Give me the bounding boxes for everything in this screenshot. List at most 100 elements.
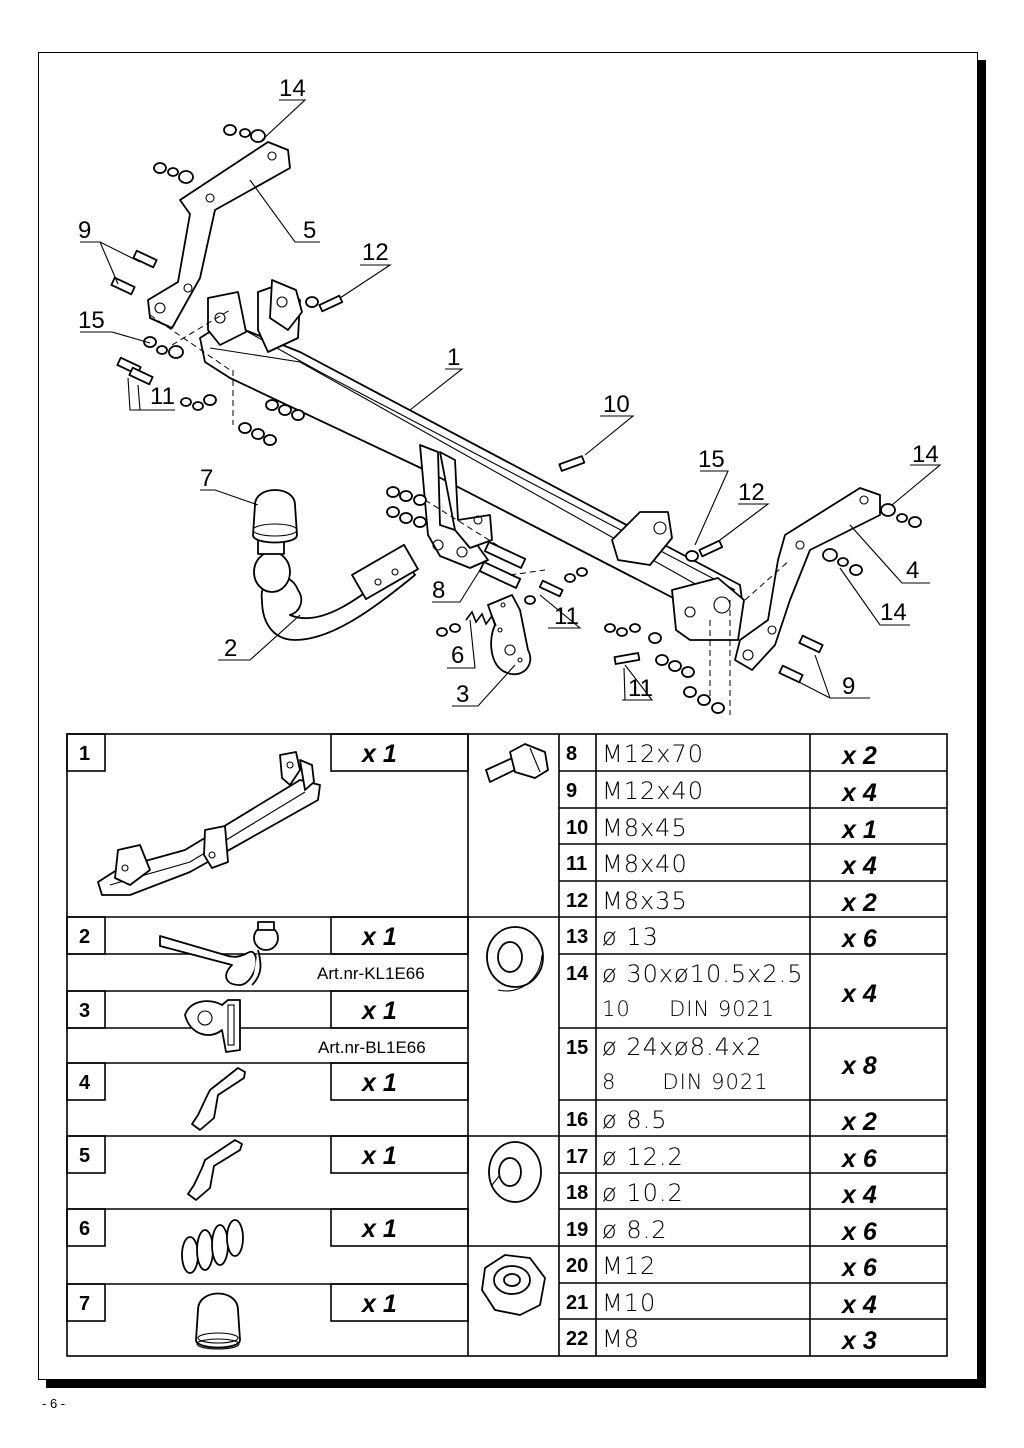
part-qty-12: x 2 (840, 889, 877, 917)
part-qty-14: x 4 (840, 980, 877, 1008)
callout-14: 14 (912, 441, 939, 468)
thumb-socket-plate (184, 999, 241, 1053)
thumb-ballcap (195, 1292, 241, 1350)
part-spec-20: M12 (602, 1252, 656, 1280)
part-spec-11: M8x40 (602, 850, 688, 878)
part-number-11: 11 (566, 853, 587, 875)
part-spec-21: M10 (602, 1289, 656, 1317)
part-qty-11: x 4 (840, 852, 877, 880)
part-spec-22: M8 (602, 1325, 640, 1353)
callout-8: 8 (432, 577, 445, 604)
part-qty-9: x 4 (840, 779, 877, 807)
part-spec-15-line2: 8 DIN 9021 (602, 1070, 769, 1094)
callout-9: 9 (842, 673, 855, 700)
callout-1: 1 (447, 344, 460, 371)
side-bracket-part-4 (734, 487, 881, 671)
part-spec-18: ø 10.2 (602, 1179, 684, 1207)
part-qty-4: x 1 (360, 1069, 397, 1097)
part-qty-16: x 2 (840, 1108, 877, 1136)
socket-plate-part-3 (487, 594, 532, 675)
part-spec-15-line1: ø 24xø8.4x2 (602, 1033, 762, 1061)
part-qty-8: x 2 (840, 742, 877, 770)
spring-part-6 (465, 610, 497, 627)
towball-part-2 (253, 539, 419, 641)
parts-table (66, 733, 948, 1357)
side-bracket-part-5 (147, 141, 291, 329)
thumb-spring-washer (488, 1141, 542, 1203)
part-number-18: 18 (566, 1182, 588, 1204)
leader-lines (80, 99, 942, 707)
washers-and-nuts (143, 124, 922, 714)
callout-11: 11 (628, 675, 653, 702)
right-table-grid (468, 770, 947, 1320)
callout-4: 4 (906, 557, 919, 584)
thumb-spring (181, 1219, 244, 1274)
part-qty-10: x 1 (840, 816, 877, 844)
part-qty-19: x 6 (840, 1218, 878, 1246)
callout-5: 5 (303, 217, 316, 244)
part-number-7: 7 (79, 1293, 90, 1315)
part-number-15: 15 (566, 1037, 588, 1059)
ballcap-part-7 (252, 489, 298, 544)
part-qty-6: x 1 (360, 1215, 397, 1243)
callout-3: 3 (456, 681, 469, 708)
assembly-lines (149, 309, 791, 715)
page-number: - 6 - (42, 1396, 66, 1411)
crossbar-part-1 (199, 279, 745, 641)
callout-6: 6 (451, 642, 464, 669)
part-number-9: 9 (566, 780, 577, 802)
part-number-4: 4 (79, 1072, 91, 1094)
part-art-3: Art.nr-BL1E66 (318, 1038, 426, 1057)
part-number-14: 14 (566, 963, 589, 985)
part-qty-3: x 1 (360, 997, 397, 1025)
callout-9: 9 (78, 217, 91, 244)
thumb-bracket-4 (191, 1067, 246, 1131)
callout-12: 12 (738, 479, 765, 506)
callout-10: 10 (603, 391, 630, 418)
callout-2: 2 (224, 635, 237, 662)
part-spec-12: M8x35 (602, 887, 688, 915)
callout-14: 14 (880, 599, 907, 626)
part-number-16: 16 (566, 1109, 588, 1131)
callout-11: 11 (554, 603, 579, 630)
callout-15: 15 (78, 307, 105, 334)
part-qty-1: x 1 (360, 740, 397, 768)
part-spec-10: M8x45 (602, 814, 688, 842)
thumb-crossbar (97, 751, 321, 896)
part-spec-16: ø 8.5 (602, 1106, 667, 1134)
part-number-21: 21 (566, 1292, 588, 1314)
part-spec-14-line1: ø 30xø10.5x2.5 (602, 960, 804, 988)
part-qty-5: x 1 (360, 1142, 397, 1170)
thumb-bracket-5 (187, 1139, 243, 1201)
callout-15: 15 (698, 446, 725, 473)
bolts (110, 249, 824, 684)
thumb-washer (486, 926, 544, 992)
part-spec-17: ø 12.2 (602, 1143, 684, 1171)
exploded-view: 14 5 9 12 15 1 11 10 7 15 14 12 4 8 11 1… (78, 75, 942, 715)
part-number-1: 1 (79, 743, 90, 765)
part-number-20: 20 (566, 1255, 588, 1277)
part-qty-18: x 4 (840, 1181, 877, 1209)
thumb-bolt (485, 743, 549, 783)
part-number-12: 12 (566, 890, 588, 912)
part-qty-15: x 8 (840, 1052, 877, 1080)
part-number-10: 10 (566, 817, 588, 839)
part-spec-14-line2: 10 DIN 9021 (602, 997, 775, 1021)
part-number-2: 2 (79, 926, 90, 948)
callout-labels: 14 5 9 12 15 1 11 10 7 15 14 12 4 8 11 1… (78, 75, 939, 708)
callout-12: 12 (362, 239, 389, 266)
part-qty-17: x 6 (840, 1145, 878, 1173)
part-number-5: 5 (79, 1145, 90, 1167)
left-table-text: 1 x 1 2 x 1 Art.nr-KL1E66 3 x 1 Art.nr-B… (79, 740, 426, 1318)
part-qty-21: x 4 (840, 1291, 877, 1319)
callout-7: 7 (200, 465, 213, 492)
part-number-17: 17 (566, 1146, 588, 1168)
callout-14: 14 (279, 75, 306, 102)
part-spec-8: M12x70 (602, 740, 704, 768)
part-art-2: Art.nr-KL1E66 (317, 964, 425, 983)
right-table-text: 8 M12x70 x 2 9 M12x40 x 4 10 M8x45 x 1 1… (566, 740, 878, 1355)
part-number-22: 22 (566, 1328, 588, 1350)
part-qty-2: x 1 (360, 923, 397, 951)
part-qty-22: x 3 (840, 1327, 877, 1355)
